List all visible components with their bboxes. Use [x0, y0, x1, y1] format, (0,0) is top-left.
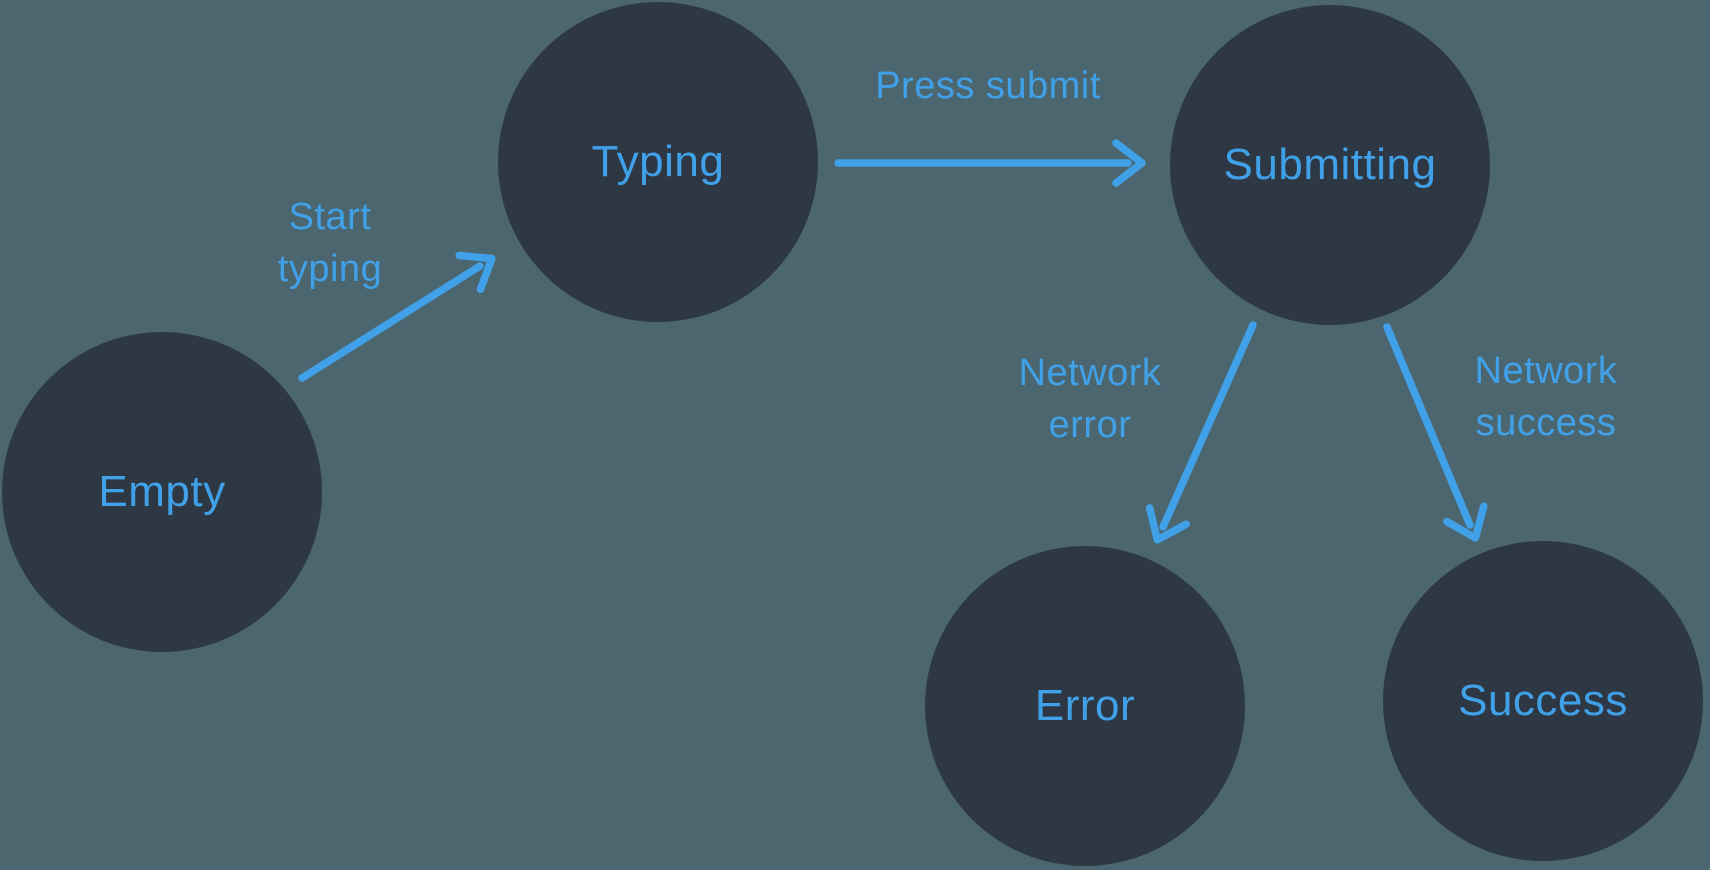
edge-label-network-success: Network success	[1474, 350, 1618, 444]
arrow-submitting-to-success	[1383, 323, 1488, 542]
state-label-submitting: Submitting	[1223, 140, 1437, 189]
state-node-error: Error	[925, 546, 1245, 866]
state-node-typing: Typing	[498, 2, 818, 322]
arrow-empty-to-typing	[298, 251, 496, 382]
edge-label-press-submit: Press submit	[875, 65, 1101, 107]
state-label-typing: Typing	[591, 137, 725, 186]
state-label-error: Error	[1034, 681, 1136, 730]
state-label-empty: Empty	[98, 467, 226, 516]
edge-label-network-error: Network error	[1018, 352, 1162, 446]
edge-label-start-typing: Start typing	[277, 196, 383, 290]
arrow-submitting-to-error	[1145, 321, 1257, 544]
state-node-submitting: Submitting	[1170, 5, 1490, 325]
state-label-success: Success	[1458, 676, 1628, 725]
state-node-success: Success	[1383, 541, 1703, 861]
state-node-empty: Empty	[2, 332, 322, 652]
